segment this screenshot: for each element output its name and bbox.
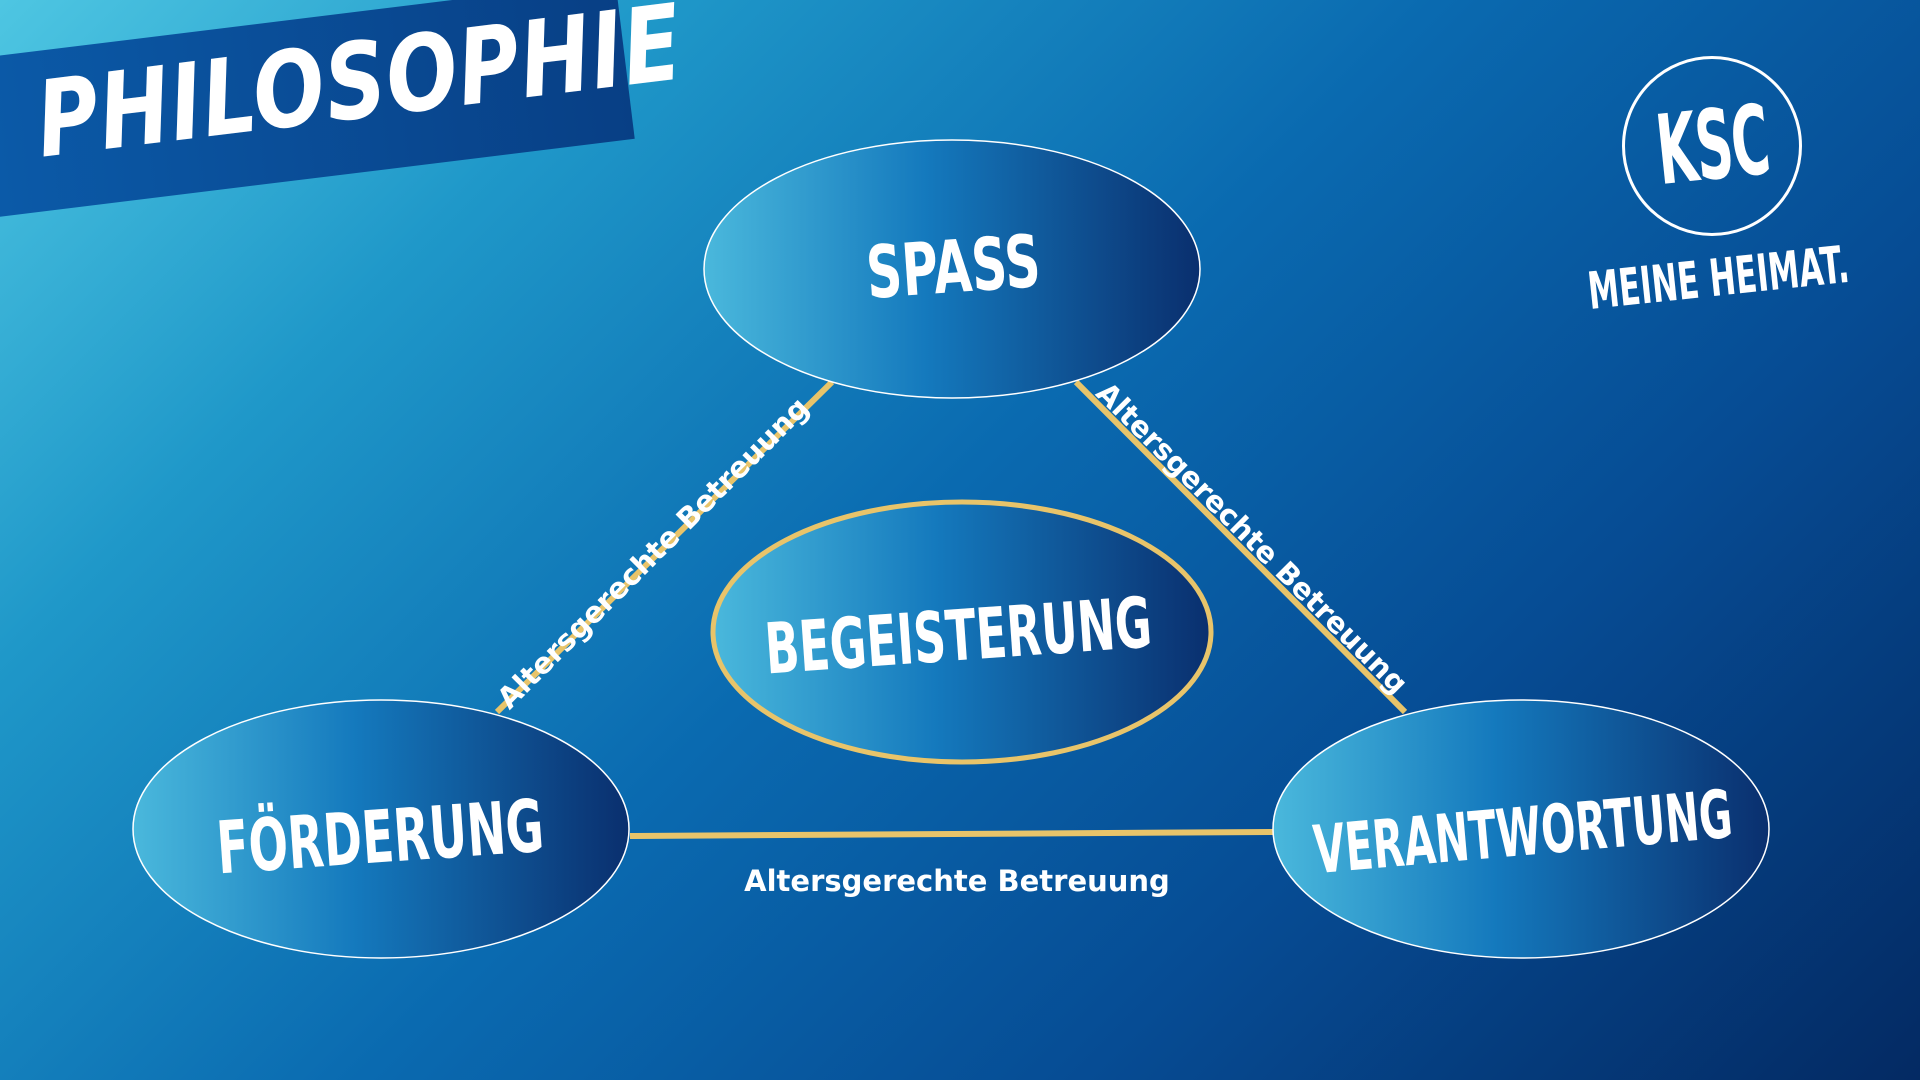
edge-label-bottom: Altersgerechte Betreuung [744, 864, 1170, 898]
connector-left [494, 379, 835, 715]
connector-right [1073, 379, 1408, 715]
connector-bottom [629, 829, 1274, 839]
node-foerderung [132, 699, 630, 959]
node-label-spass: SPASS [863, 218, 1043, 315]
node-verantwortung [1272, 699, 1770, 959]
ksc-logo: KSC [1622, 56, 1802, 236]
node-spass [703, 139, 1201, 399]
node-begeisterung [710, 499, 1214, 765]
